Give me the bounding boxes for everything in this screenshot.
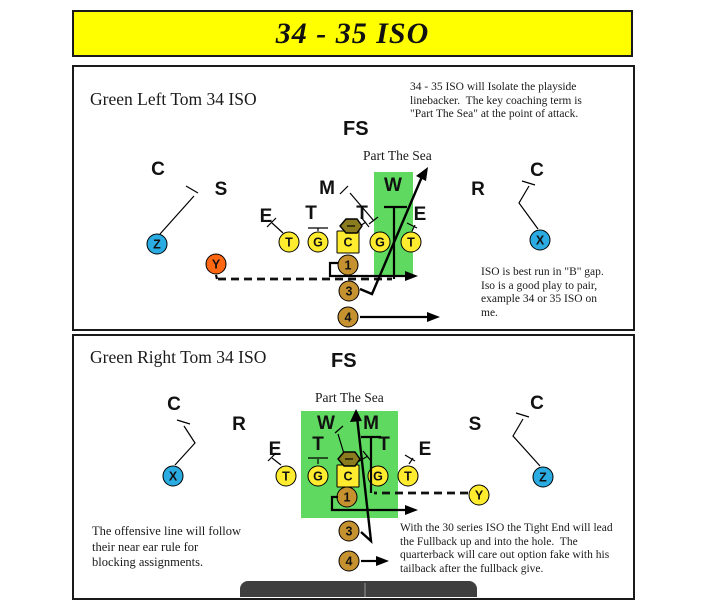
diagram1-frame <box>72 65 635 331</box>
play-title: 34 - 35 ISO <box>275 16 430 50</box>
toolbar-divider <box>364 583 366 597</box>
viewer-toolbar[interactable] <box>240 581 477 597</box>
play-title-banner: 34 - 35 ISO <box>72 10 633 57</box>
diagram2-frame <box>72 334 635 600</box>
